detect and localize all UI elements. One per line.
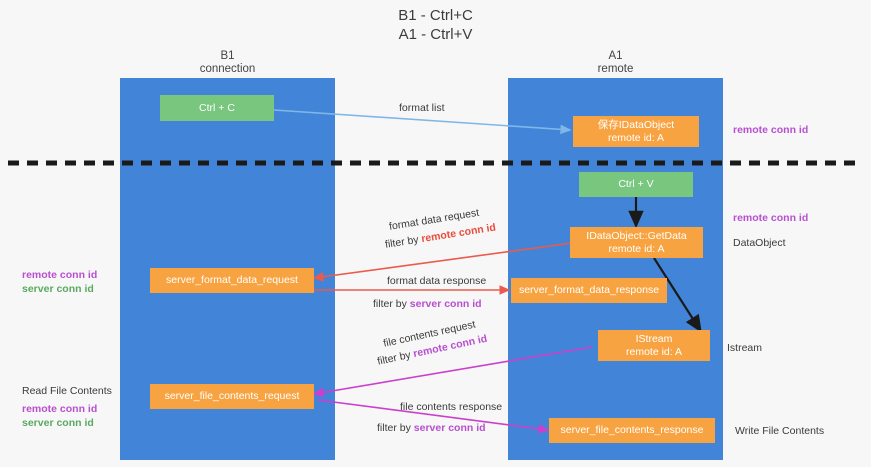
node-idataobject-getdata[interactable]: IDataObject::GetData remote id: A (570, 227, 703, 258)
node-ctrl-v[interactable]: Ctrl + V (579, 172, 693, 197)
edge-label-format-data-response: format data response (387, 275, 487, 287)
annotation-read-file-contents: Read File Contents (22, 385, 112, 397)
edge-label-file-contents-response: file contents response (400, 401, 503, 413)
node-istream[interactable]: IStream remote id: A (598, 330, 710, 361)
edge-label-format-list: format list (399, 102, 445, 114)
annotation-left-server-conn-id: server conn id (22, 283, 94, 295)
filter-prefix: filter by (384, 233, 423, 251)
annotation-remote-conn-id-mid: remote conn id (733, 212, 809, 224)
annotation-left-remote-conn-id: remote conn id (22, 269, 98, 281)
filter-prefix: filter by (377, 422, 414, 434)
column-heading-b1-connection: B1 connection (199, 50, 256, 75)
annotation-dataobject: DataObject (733, 237, 786, 249)
annotation-left-remote-conn-id-2: remote conn id (22, 403, 98, 415)
edge-label-format-data-response-filter: filter by server conn id (373, 297, 482, 311)
filter-key-server-conn-id: server conn id (409, 298, 482, 310)
node-server-format-data-response[interactable]: server_format_data_response (511, 278, 667, 303)
node-save-idataobject[interactable]: 保存IDataObject remote id: A (573, 116, 699, 147)
annotation-left-server-conn-id-2: server conn id (22, 417, 94, 429)
annotation-remote-conn-id-top: remote conn id (733, 124, 809, 136)
annotation-write-file-contents: Write File Contents (735, 425, 825, 437)
node-server-format-data-request[interactable]: server_format_data_request (150, 268, 314, 293)
node-server-file-contents-response[interactable]: server_file_contents_response (549, 418, 715, 443)
page-title: B1 - Ctrl+C A1 - Ctrl+V (398, 7, 473, 43)
annotation-istream: Istream (727, 342, 763, 354)
filter-prefix: filter by (376, 348, 415, 368)
node-ctrl-c[interactable]: Ctrl + C (160, 95, 274, 121)
filter-key-server-conn-id: server conn id (413, 422, 486, 434)
node-server-file-contents-request[interactable]: server_file_contents_request (150, 384, 314, 409)
column-heading-a1-remote: A1 remote (597, 50, 634, 75)
edge-label-file-contents-response-filter: filter by server conn id (377, 421, 486, 435)
filter-prefix: filter by (373, 298, 410, 310)
